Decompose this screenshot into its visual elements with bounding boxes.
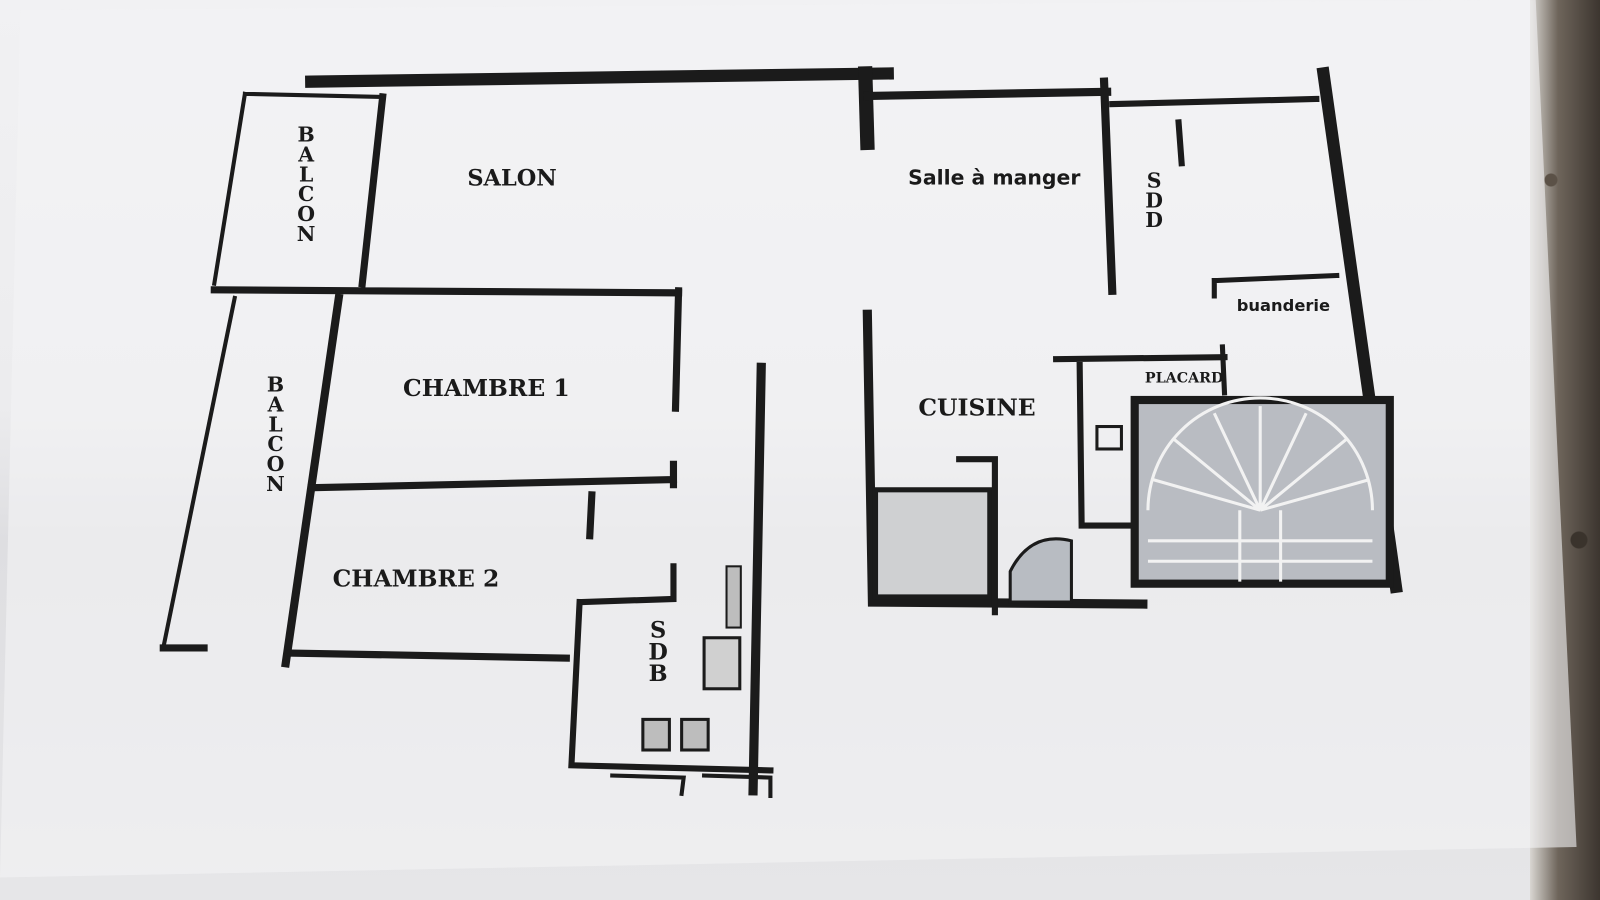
- room-label-buanderie: buanderie: [1237, 296, 1330, 315]
- staircase: [1130, 395, 1394, 588]
- room-label-chambre-2: CHAMBRE 2: [333, 565, 500, 593]
- room-label-sdd: SDD: [1142, 168, 1166, 228]
- room-label-balcon-top: BALCON: [294, 122, 318, 242]
- walls: [159, 66, 1403, 798]
- room-label-cuisine: CUISINE: [918, 393, 1035, 421]
- room-label-chambre-1: CHAMBRE 1: [403, 374, 570, 402]
- room-label-placard: PLACARD: [1145, 371, 1223, 387]
- room-label-salle-a-manger: Salle à manger: [908, 166, 1080, 190]
- room-label-salon: SALON: [467, 166, 556, 192]
- room-label-balcon-left: BALCON: [264, 372, 288, 492]
- room-label-sdb: SDB: [645, 617, 671, 683]
